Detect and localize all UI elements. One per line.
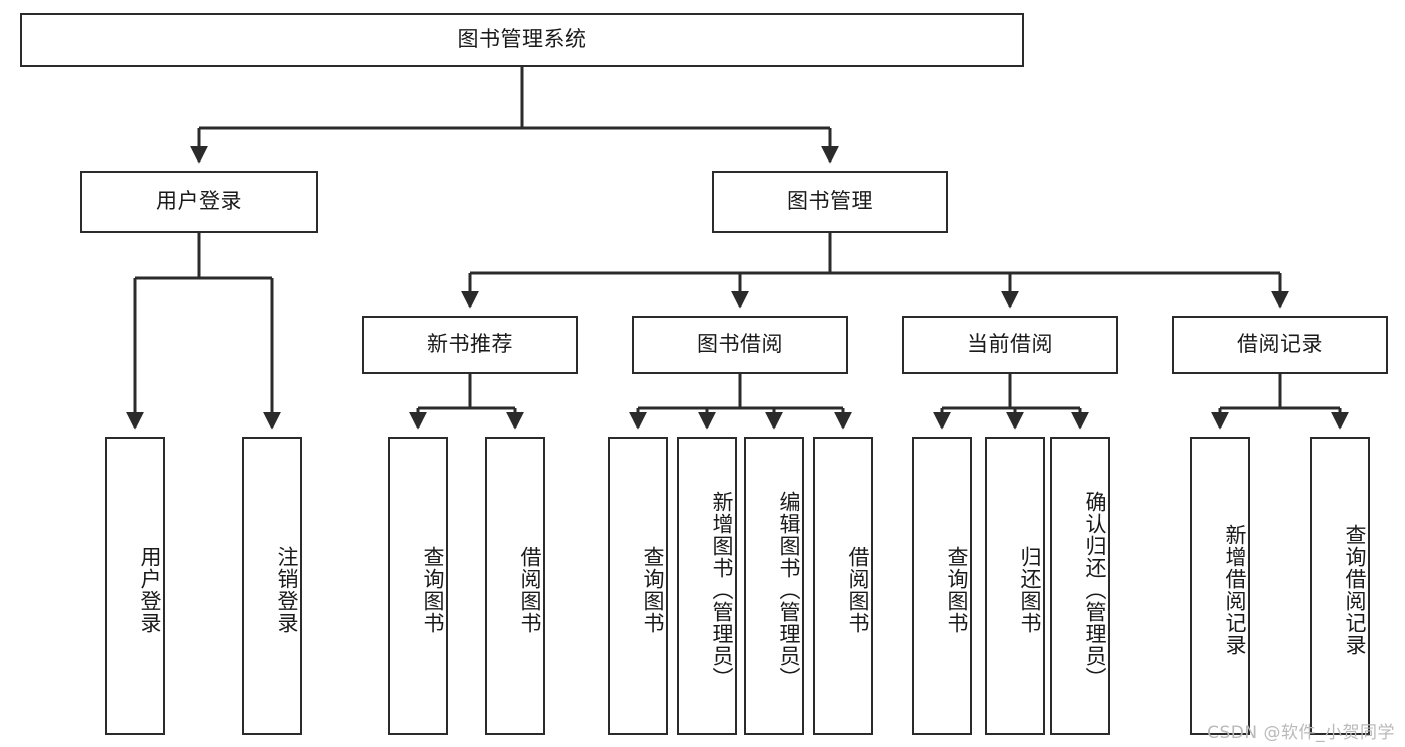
node-leaf-borrow-book-1[interactable]: 借阅图书 xyxy=(485,437,545,735)
node-leaf-add-book-label: 新增图书（管理员） xyxy=(710,491,734,689)
node-new-book-recommend-label: 新书推荐 xyxy=(427,332,513,357)
node-leaf-query-record[interactable]: 查询借阅记录 xyxy=(1310,437,1370,735)
node-leaf-add-book[interactable]: 新增图书（管理员） xyxy=(677,437,737,735)
node-leaf-query-record-label: 查询借阅记录 xyxy=(1343,524,1367,656)
node-current-borrow-label: 当前借阅 xyxy=(967,332,1053,357)
node-book-manage-label: 图书管理 xyxy=(787,189,873,214)
node-root[interactable]: 图书管理系统 xyxy=(20,13,1024,67)
node-leaf-edit-book-label: 编辑图书（管理员） xyxy=(777,491,801,689)
node-leaf-query-book-2-label: 查询图书 xyxy=(641,546,665,634)
csdn-watermark: CSDN @软件_小贺同学 xyxy=(1207,723,1395,743)
node-leaf-query-book-2[interactable]: 查询图书 xyxy=(608,437,668,735)
node-user-login[interactable]: 用户登录 xyxy=(80,171,318,233)
node-book-borrow[interactable]: 图书借阅 xyxy=(632,316,848,374)
node-leaf-borrow-book-2[interactable]: 借阅图书 xyxy=(813,437,873,735)
node-book-borrow-label: 图书借阅 xyxy=(697,332,783,357)
node-root-label: 图书管理系统 xyxy=(457,27,587,52)
node-user-login-label: 用户登录 xyxy=(156,189,242,214)
node-borrow-record[interactable]: 借阅记录 xyxy=(1172,316,1388,374)
node-leaf-return-book[interactable]: 归还图书 xyxy=(985,437,1045,735)
node-leaf-return-book-label: 归还图书 xyxy=(1018,546,1042,634)
node-borrow-record-label: 借阅记录 xyxy=(1237,332,1323,357)
node-leaf-query-book-1-label: 查询图书 xyxy=(421,546,445,634)
node-leaf-query-book-3[interactable]: 查询图书 xyxy=(912,437,972,735)
node-leaf-user-login[interactable]: 用户登录 xyxy=(105,437,165,735)
node-leaf-confirm-return-label: 确认归还（管理员） xyxy=(1083,491,1107,689)
node-book-manage[interactable]: 图书管理 xyxy=(712,171,948,233)
node-leaf-add-record[interactable]: 新增借阅记录 xyxy=(1190,437,1250,735)
node-current-borrow[interactable]: 当前借阅 xyxy=(902,316,1118,374)
node-new-book-recommend[interactable]: 新书推荐 xyxy=(362,316,578,374)
node-leaf-borrow-book-2-label: 借阅图书 xyxy=(846,546,870,634)
node-leaf-user-login-label: 用户登录 xyxy=(138,546,162,634)
node-leaf-add-record-label: 新增借阅记录 xyxy=(1223,524,1247,656)
node-leaf-logout[interactable]: 注销登录 xyxy=(242,437,302,735)
node-leaf-edit-book[interactable]: 编辑图书（管理员） xyxy=(744,437,804,735)
node-leaf-confirm-return[interactable]: 确认归还（管理员） xyxy=(1050,437,1110,735)
node-leaf-borrow-book-1-label: 借阅图书 xyxy=(518,546,542,634)
node-leaf-query-book-3-label: 查询图书 xyxy=(945,546,969,634)
node-leaf-query-book-1[interactable]: 查询图书 xyxy=(388,437,448,735)
node-leaf-logout-label: 注销登录 xyxy=(275,546,299,634)
